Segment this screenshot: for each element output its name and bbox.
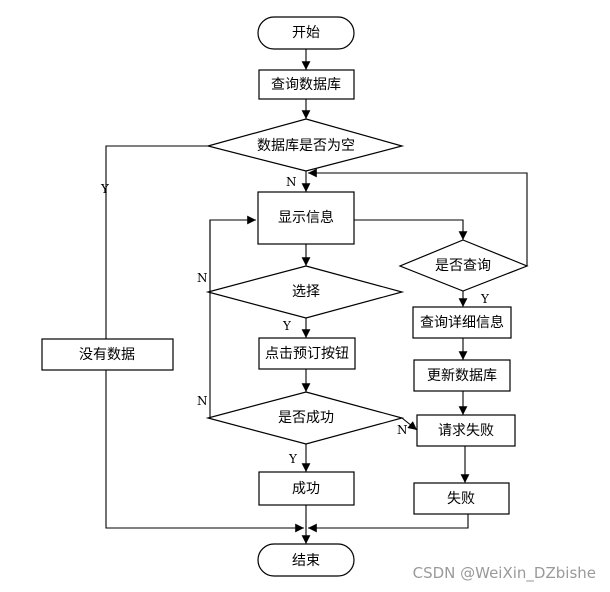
node-fail-label: 失败 — [447, 491, 475, 507]
label-db-empty-no: N — [286, 175, 297, 189]
edge-fail-end — [308, 514, 469, 533]
label-choose-yes: Y — [282, 319, 292, 333]
label-choose-no: N — [197, 271, 208, 285]
node-choose: 选择 — [205, 265, 405, 319]
edge-dbempty-nodata — [105, 145, 208, 339]
node-start-label: 开始 — [292, 25, 320, 41]
label-db-empty-yes: Y — [100, 182, 110, 196]
node-fail: 失败 — [413, 482, 510, 515]
node-no-data: 没有数据 — [41, 338, 174, 371]
node-no-data-label: 没有数据 — [79, 347, 135, 363]
node-request-fail: 请求失败 — [416, 414, 516, 447]
watermark-text: CSDN @WeiXin_DZbishe — [413, 564, 596, 583]
node-end-label: 结束 — [292, 553, 320, 569]
label-success-to-fail: N — [397, 423, 408, 437]
node-db-empty: 数据库是否为空 — [205, 118, 405, 172]
node-show-info: 显示信息 — [257, 191, 355, 245]
node-update-db-label: 更新数据库 — [427, 368, 497, 384]
node-db-empty-label: 数据库是否为空 — [257, 138, 355, 154]
node-choose-label: 选择 — [292, 284, 320, 300]
node-query-db: 查询数据库 — [258, 69, 355, 100]
node-click-book-label: 点击预订按钮 — [265, 346, 349, 362]
edge-nodata-end — [105, 370, 304, 533]
label-success-yes: Y — [288, 452, 298, 466]
node-end: 结束 — [257, 543, 355, 577]
edge-issuccess-back — [208, 220, 211, 419]
node-success: 成功 — [258, 471, 355, 506]
label-success-no: N — [197, 394, 208, 408]
label-query-yes: Y — [480, 292, 490, 306]
edge-show-isquery — [354, 219, 468, 240]
node-is-query: 是否查询 — [398, 239, 529, 292]
node-click-book: 点击预订按钮 — [258, 337, 356, 370]
node-query-db-label: 查询数据库 — [271, 77, 341, 93]
node-update-db: 更新数据库 — [413, 359, 511, 392]
node-query-detail: 查询详细信息 — [412, 306, 512, 339]
node-is-query-label: 是否查询 — [435, 258, 491, 274]
node-success-label: 成功 — [292, 481, 320, 497]
edge-isquery-back — [308, 168, 528, 266]
edge-issuccess-requestfail — [401, 417, 418, 431]
node-query-detail-label: 查询详细信息 — [420, 314, 504, 331]
node-is-success-label: 是否成功 — [278, 410, 334, 426]
node-show-info-label: 显示信息 — [278, 209, 334, 226]
node-request-fail-label: 请求失败 — [438, 423, 494, 439]
node-start: 开始 — [257, 16, 355, 50]
node-is-success: 是否成功 — [205, 391, 405, 445]
